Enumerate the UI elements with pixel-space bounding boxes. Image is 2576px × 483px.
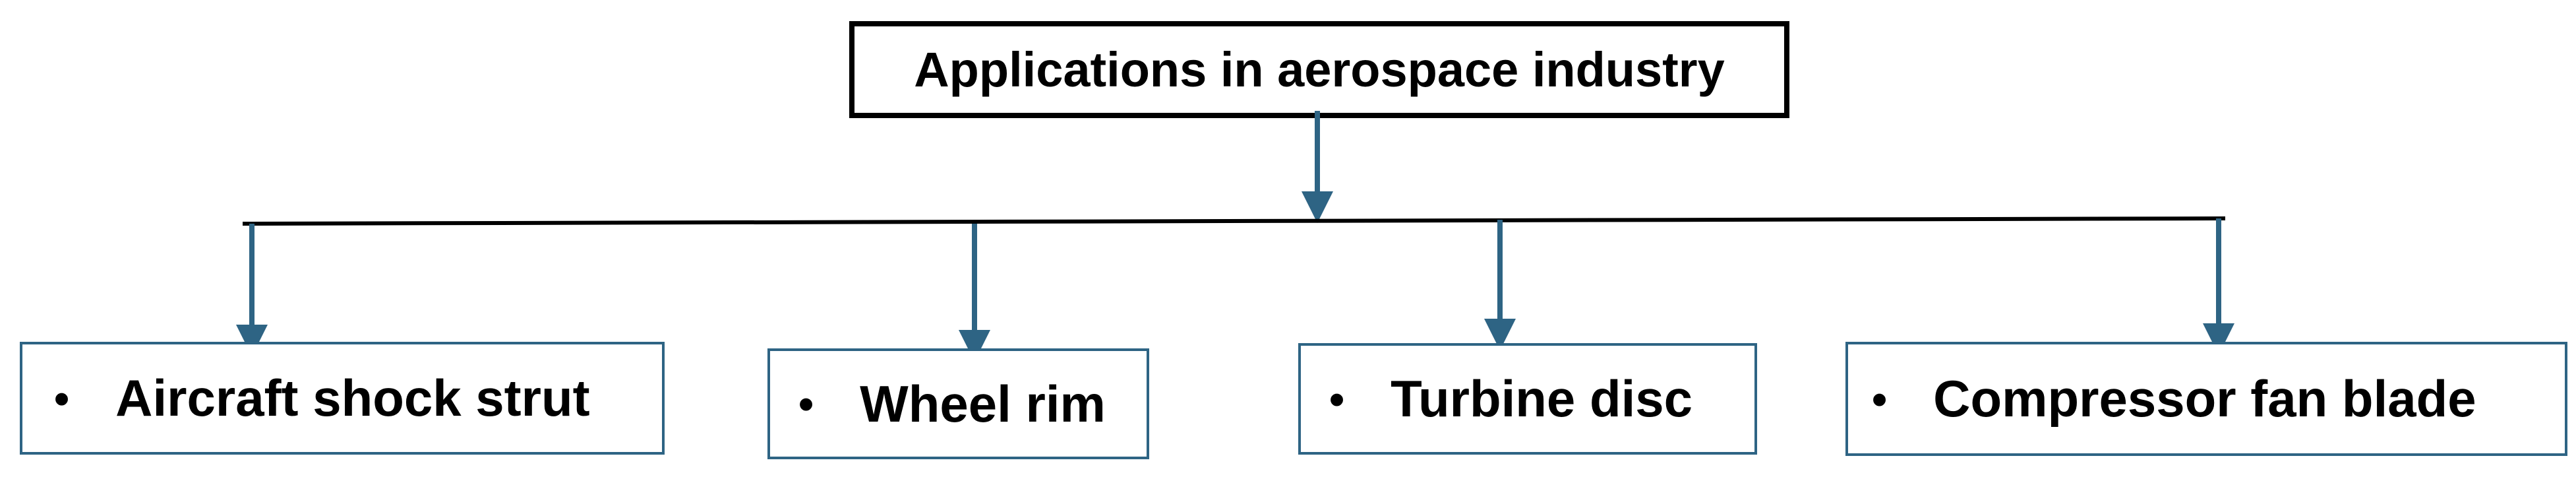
child-node-box-3 — [1298, 343, 1757, 455]
child-node-label: Wheel rim — [860, 374, 1106, 433]
child-node-3: • Turbine disc — [1300, 344, 1756, 453]
bullet-icon: • — [798, 379, 814, 428]
child-node-1: • Aircraft shock strut — [21, 343, 663, 453]
child-node-2: • Wheel rim — [769, 350, 1148, 458]
child-node-box-2 — [767, 348, 1149, 459]
child-node-label: Aircraft shock strut — [115, 369, 590, 427]
child-node-label: Turbine disc — [1391, 370, 1693, 428]
horizontal-connector-line — [242, 216, 2226, 226]
child-node-4: • Compressor fan blade — [1847, 343, 2566, 455]
child-node-box-4 — [1845, 342, 2567, 456]
child-node-box-1 — [20, 342, 665, 455]
child-node-label: Compressor fan blade — [1933, 370, 2476, 428]
bullet-icon: • — [1872, 374, 1888, 424]
bullet-icon: • — [54, 373, 70, 423]
root-node-box — [849, 21, 1789, 118]
bullet-icon: • — [1329, 374, 1345, 424]
root-node-label: Applications in aerospace industry — [914, 42, 1725, 97]
